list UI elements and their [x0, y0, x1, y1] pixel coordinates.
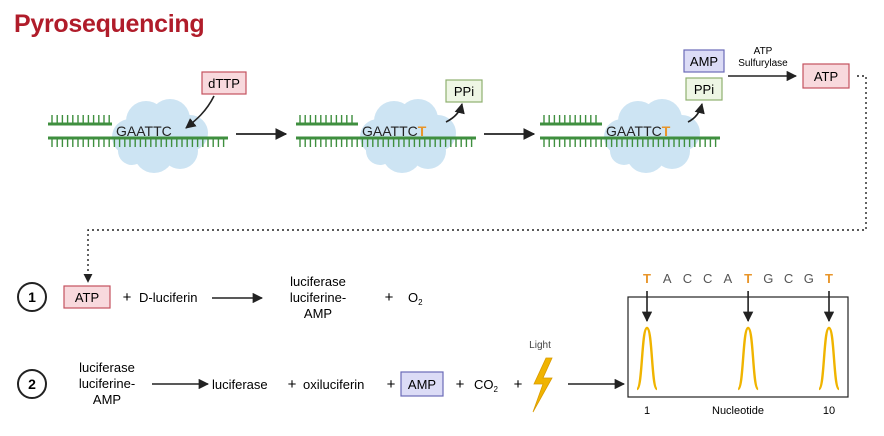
- added-base: T: [418, 123, 427, 139]
- x-axis-end-label: 10: [823, 405, 835, 417]
- pyrogram-base-letter: G: [804, 271, 814, 286]
- plus-sign: +: [288, 376, 297, 393]
- pyrogram-base-letter: C: [683, 271, 692, 286]
- reaction-2: 2 luciferase luciferine- AMP luciferase …: [17, 340, 626, 413]
- ppi-label: PPi: [694, 82, 714, 97]
- product-line: AMP: [304, 306, 332, 321]
- plus-sign: +: [123, 289, 132, 306]
- co2-label: CO2: [474, 377, 499, 394]
- pyrogram-base-letter: T: [825, 271, 833, 286]
- step-number: 1: [28, 289, 36, 305]
- x-axis-label: Nucleotide: [712, 405, 764, 417]
- sequence-label: GAATTCT: [606, 123, 671, 139]
- atp-label: ATP: [75, 290, 99, 305]
- dttp-arrow: [185, 95, 215, 129]
- oxygen-label: O2: [408, 290, 423, 307]
- ppi-label: PPi: [454, 84, 474, 99]
- d-luciferin-label: D-luciferin: [139, 290, 198, 305]
- plus-sign: +: [387, 376, 396, 393]
- luciferase-label: luciferase: [212, 377, 268, 392]
- dotted-connector-arrow: [83, 75, 867, 283]
- pyrogram-peak: [736, 326, 760, 391]
- pyrogram-base-letter: G: [763, 271, 773, 286]
- reactant-line: luciferine-: [79, 376, 135, 391]
- enzyme-label-line2: Sulfurylase: [738, 58, 788, 69]
- pyrogram-base-letter: C: [784, 271, 793, 286]
- primer-strand: [540, 115, 602, 126]
- atp-box-top: ATP: [802, 63, 850, 89]
- primer-strand: [296, 115, 358, 126]
- product-line: luciferase: [290, 274, 346, 289]
- light-label: Light: [529, 340, 551, 351]
- primer-strand: [48, 115, 112, 126]
- atp-box: ATP: [63, 285, 111, 309]
- pyrogram-peak: [817, 326, 841, 391]
- pyrogram-peak: [635, 326, 659, 391]
- product-line: luciferine-: [290, 290, 346, 305]
- pyrogram-base-letter: T: [744, 271, 752, 286]
- pyrogram-frame: [627, 296, 849, 398]
- sequence-label: GAATTC: [116, 123, 172, 139]
- oxiluciferin-label: oxiluciferin: [303, 377, 364, 392]
- amp-label: AMP: [408, 377, 436, 392]
- amp-box: AMP: [400, 371, 444, 397]
- dttp-label: dTTP: [208, 76, 240, 91]
- amp-label: AMP: [690, 54, 718, 69]
- ppi-release-arrow: [445, 102, 465, 123]
- lightning-bolt-icon: [532, 357, 553, 413]
- plus-sign: +: [456, 376, 465, 393]
- panel-1-polymerase: GAATTC dTTP: [48, 71, 247, 173]
- atp-label: ATP: [814, 69, 838, 84]
- x-axis-start-label: 1: [644, 405, 650, 417]
- reactant-line: AMP: [93, 392, 121, 407]
- template-strand: [48, 136, 228, 147]
- pyrogram-base-letter: A: [663, 271, 672, 286]
- sequence-label: GAATTCT: [362, 123, 427, 139]
- step-number-badge: [17, 282, 47, 312]
- plus-sign: +: [385, 289, 394, 306]
- added-base: T: [662, 123, 671, 139]
- panel-2-incorporation: GAATTCT PPi: [296, 79, 483, 173]
- amp-box: AMP: [683, 49, 725, 73]
- ppi-release-arrow: [687, 102, 705, 123]
- enzyme-label-line1: ATP: [754, 46, 773, 57]
- dttp-box: dTTP: [201, 71, 247, 95]
- plus-sign: +: [514, 376, 523, 393]
- panel-3-release: GAATTCT AMP PPi: [540, 49, 725, 173]
- template-strand: [540, 136, 720, 147]
- step-number: 2: [28, 376, 36, 392]
- template-strand: [296, 136, 476, 147]
- pyrogram-base-letter: C: [703, 271, 712, 286]
- ppi-box: PPi: [445, 79, 483, 103]
- pyrogram-base-letter: A: [724, 271, 733, 286]
- pyrogram-base-letter: T: [643, 271, 651, 286]
- step-number-badge: [17, 369, 47, 399]
- reaction-1: 1 ATP + D-luciferin luciferase luciferin…: [17, 274, 423, 321]
- diagram-title: Pyrosequencing: [14, 10, 205, 38]
- reactant-line: luciferase: [79, 360, 135, 375]
- ppi-box: PPi: [685, 77, 723, 101]
